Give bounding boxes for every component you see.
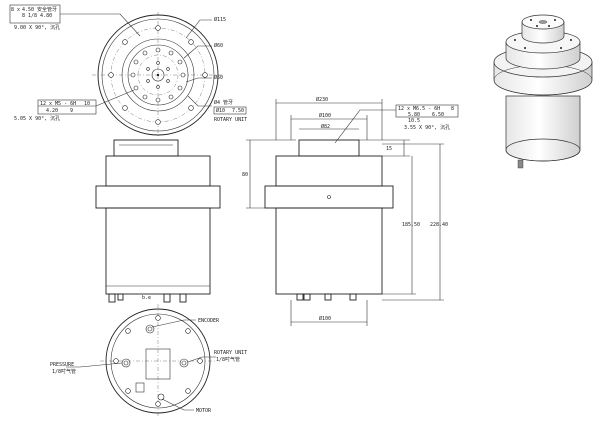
callout-left-line2: 10 (84, 101, 90, 107)
rotary-bottom-label: ROTARY UNIT (214, 350, 247, 356)
rotary-bottom-sub-label: 1/8吋气管 (216, 356, 240, 363)
callout-top-line1: 8 x (11, 7, 20, 13)
callout-right-line3: 7.50 (232, 108, 244, 114)
dim-height-228: 228.40 (430, 222, 448, 228)
front-elevation: b.e (95, 139, 221, 303)
callout-left-line3: 4.20 (46, 108, 58, 114)
callout-right-line1: Ø4 管牙 (214, 99, 233, 106)
callout-top-line4: 9.00 X 90°, 沉孔 (14, 24, 60, 31)
dim-height-185: 185.50 (402, 222, 420, 228)
isometric-render (493, 14, 593, 169)
section-callout-line4: 6.50 (432, 112, 444, 118)
dim-dia-230: Ø230 (316, 96, 328, 103)
pressure-label: PRESSURE (50, 362, 74, 368)
callout-left-line1: 12 x M5 - 6H (40, 101, 76, 107)
section-callout-line3: 5.80 (408, 112, 420, 118)
section-callout-block: 12 x M6.5 - 6H 8 5.80 6.50 10.5 3.55 X 9… (395, 104, 459, 131)
encoder-label: ENCODER (198, 318, 220, 324)
left-callout-block: 12 x M5 - 6H 10 4.20 9 5.05 X 90°, 沉孔 (14, 99, 97, 122)
callout-top-line2: 4.50 安全管牙 (22, 6, 57, 13)
section-callout-line5: 10.5 (408, 118, 420, 124)
motor-label: MOTOR (196, 408, 212, 414)
top-callout-block: 8 x 4.50 安全管牙 8 1/8 4.80 9.00 X 90°, 沉孔 (9, 4, 61, 31)
section-callout-line1: 12 x M6.5 - 6H (398, 106, 440, 112)
callout-right-line2: Ø10 (216, 107, 225, 114)
dim-dia-100-top: Ø100 (319, 112, 331, 119)
bottom-plan-view (66, 304, 216, 418)
callout-top-line3: 8 1/8 4.80 (22, 13, 52, 19)
rotary-unit-label: ROTARY UNIT (214, 117, 247, 123)
dim-dia-115: Ø115 (214, 16, 226, 23)
section-view: Ø230 Ø100 Ø82 Ø100 80 15 1 (242, 96, 448, 326)
foot-label: b.e (142, 295, 151, 301)
section-callout-line2: 8 (451, 106, 454, 112)
dim-dia-100-bottom: Ø100 (319, 315, 331, 322)
section-callout-line6: 3.55 X 90°, 沉孔 (404, 124, 450, 131)
right-callout-block: Ø4 管牙 Ø10 7.50 ROTARY UNIT (213, 99, 247, 123)
dim-dia-82: Ø82 (321, 123, 330, 130)
dim-dia-50: Ø50 (214, 74, 223, 81)
callout-left-line4: 9 (70, 108, 73, 114)
pressure-sub-label: 1/8吋气管 (52, 368, 76, 375)
dim-height-80: 80 (242, 172, 248, 178)
top-plan-view (38, 12, 224, 138)
dim-dia-60: Ø60 (214, 42, 223, 49)
dim-height-15: 15 (386, 146, 392, 152)
callout-left-line5: 5.05 X 90°, 沉孔 (14, 115, 60, 122)
